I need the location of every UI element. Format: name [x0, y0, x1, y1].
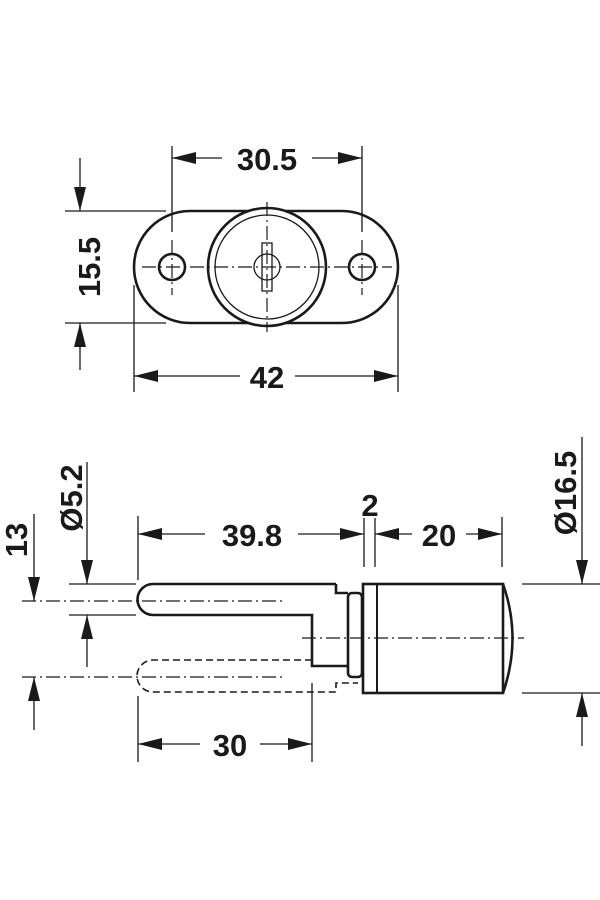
arrow: [138, 528, 162, 540]
side-view: Ø5.2 13 39.8 2 20 Ø16.5 30: [0, 437, 600, 763]
dim-travel-offset: 13: [0, 523, 34, 557]
arrow: [340, 528, 364, 540]
dim-body-diameter: Ø16.5: [548, 451, 583, 535]
dim-stroke: 30: [213, 728, 247, 763]
arrow: [288, 738, 312, 750]
dim-height: 15.5: [72, 237, 107, 297]
arrow: [134, 370, 158, 382]
bolt-pin-retracted: [136, 659, 358, 693]
arrow: [576, 560, 588, 584]
dim-pin-length: 39.8: [222, 518, 282, 553]
arrow: [81, 560, 93, 584]
dim-length: 42: [250, 360, 284, 395]
arrow: [28, 577, 40, 601]
top-view: 30.5 15.5 42: [65, 142, 400, 395]
arrow: [81, 615, 93, 639]
arrow: [338, 152, 362, 164]
arrow: [576, 693, 588, 717]
dim-body-length: 20: [422, 518, 456, 553]
arrow: [478, 528, 502, 540]
arrow: [74, 187, 86, 211]
arrow: [28, 677, 40, 701]
arrow: [374, 370, 398, 382]
dim-collar: 2: [361, 488, 378, 523]
arrow: [138, 738, 162, 750]
dim-hole-spacing: 30.5: [237, 142, 297, 177]
bolt-pin: [136, 582, 348, 668]
collar: [346, 591, 364, 679]
arrow: [74, 323, 86, 347]
arrow: [375, 528, 399, 540]
arrow: [172, 152, 196, 164]
dim-pin-diameter: Ø5.2: [54, 464, 89, 531]
